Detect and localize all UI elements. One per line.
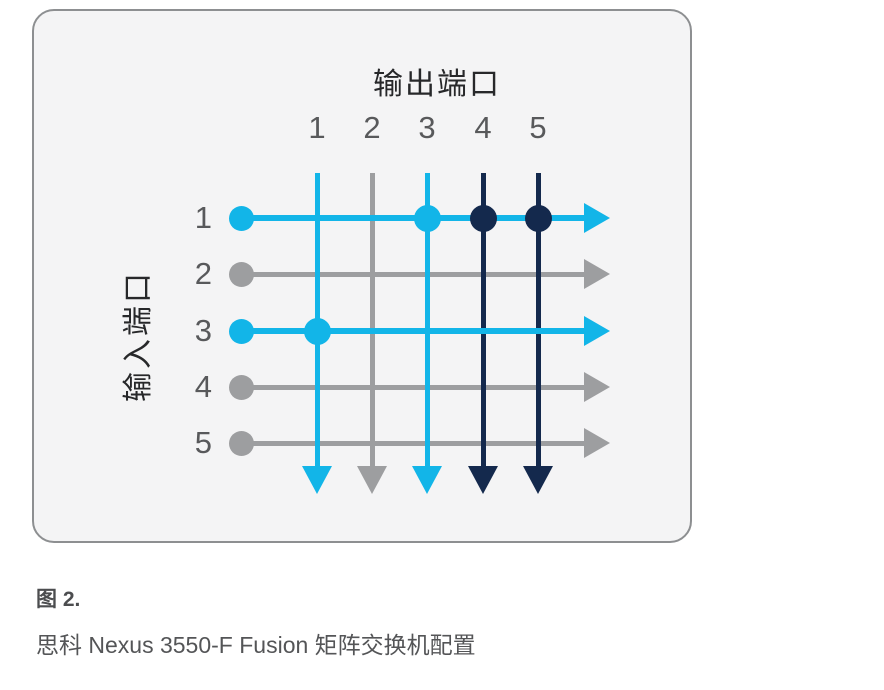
figure-caption-text: 思科 Nexus 3550-F Fusion 矩阵交换机配置 xyxy=(36,632,476,658)
col-arrow-icon xyxy=(523,466,553,494)
output-port-label: 4 xyxy=(474,110,492,145)
input-row-line xyxy=(241,328,584,334)
input-row-line xyxy=(241,215,584,221)
row-arrow-icon xyxy=(584,316,610,346)
input-row-line xyxy=(241,440,584,446)
row-arrow-icon xyxy=(584,428,610,458)
output-port-label: 5 xyxy=(529,110,547,145)
output-col-line xyxy=(480,173,486,466)
output-col-line xyxy=(535,173,541,466)
row-start-dot xyxy=(229,375,254,400)
figure-caption-label: 图 2. xyxy=(36,588,81,611)
col-arrow-icon xyxy=(302,466,332,494)
input-port-label: 5 xyxy=(194,425,212,460)
row-start-dot xyxy=(229,319,254,344)
col-arrow-icon xyxy=(468,466,498,494)
row-start-dot xyxy=(229,431,254,456)
input-port-label: 2 xyxy=(194,256,212,291)
output-port-label: 2 xyxy=(363,110,381,145)
row-arrow-icon xyxy=(584,372,610,402)
output-port-label: 1 xyxy=(308,110,326,145)
col-arrow-icon xyxy=(412,466,442,494)
input-row-line xyxy=(241,384,584,390)
output-ports-axis-title: 输出端口 xyxy=(373,68,501,101)
row-arrow-icon xyxy=(584,259,610,289)
crosspoint-dot xyxy=(304,318,331,345)
row-start-dot xyxy=(229,262,254,287)
input-row-line xyxy=(241,271,584,277)
crosspoint-dot xyxy=(525,205,552,232)
input-port-label: 3 xyxy=(194,313,212,348)
output-col-line xyxy=(424,173,430,466)
col-arrow-icon xyxy=(357,466,387,494)
row-arrow-icon xyxy=(584,203,610,233)
output-port-label: 3 xyxy=(418,110,436,145)
input-port-label: 4 xyxy=(194,369,212,404)
row-start-dot xyxy=(229,206,254,231)
input-port-label: 1 xyxy=(194,200,212,235)
output-col-line xyxy=(369,173,375,466)
crosspoint-dot xyxy=(414,205,441,232)
crosspoint-dot xyxy=(470,205,497,232)
